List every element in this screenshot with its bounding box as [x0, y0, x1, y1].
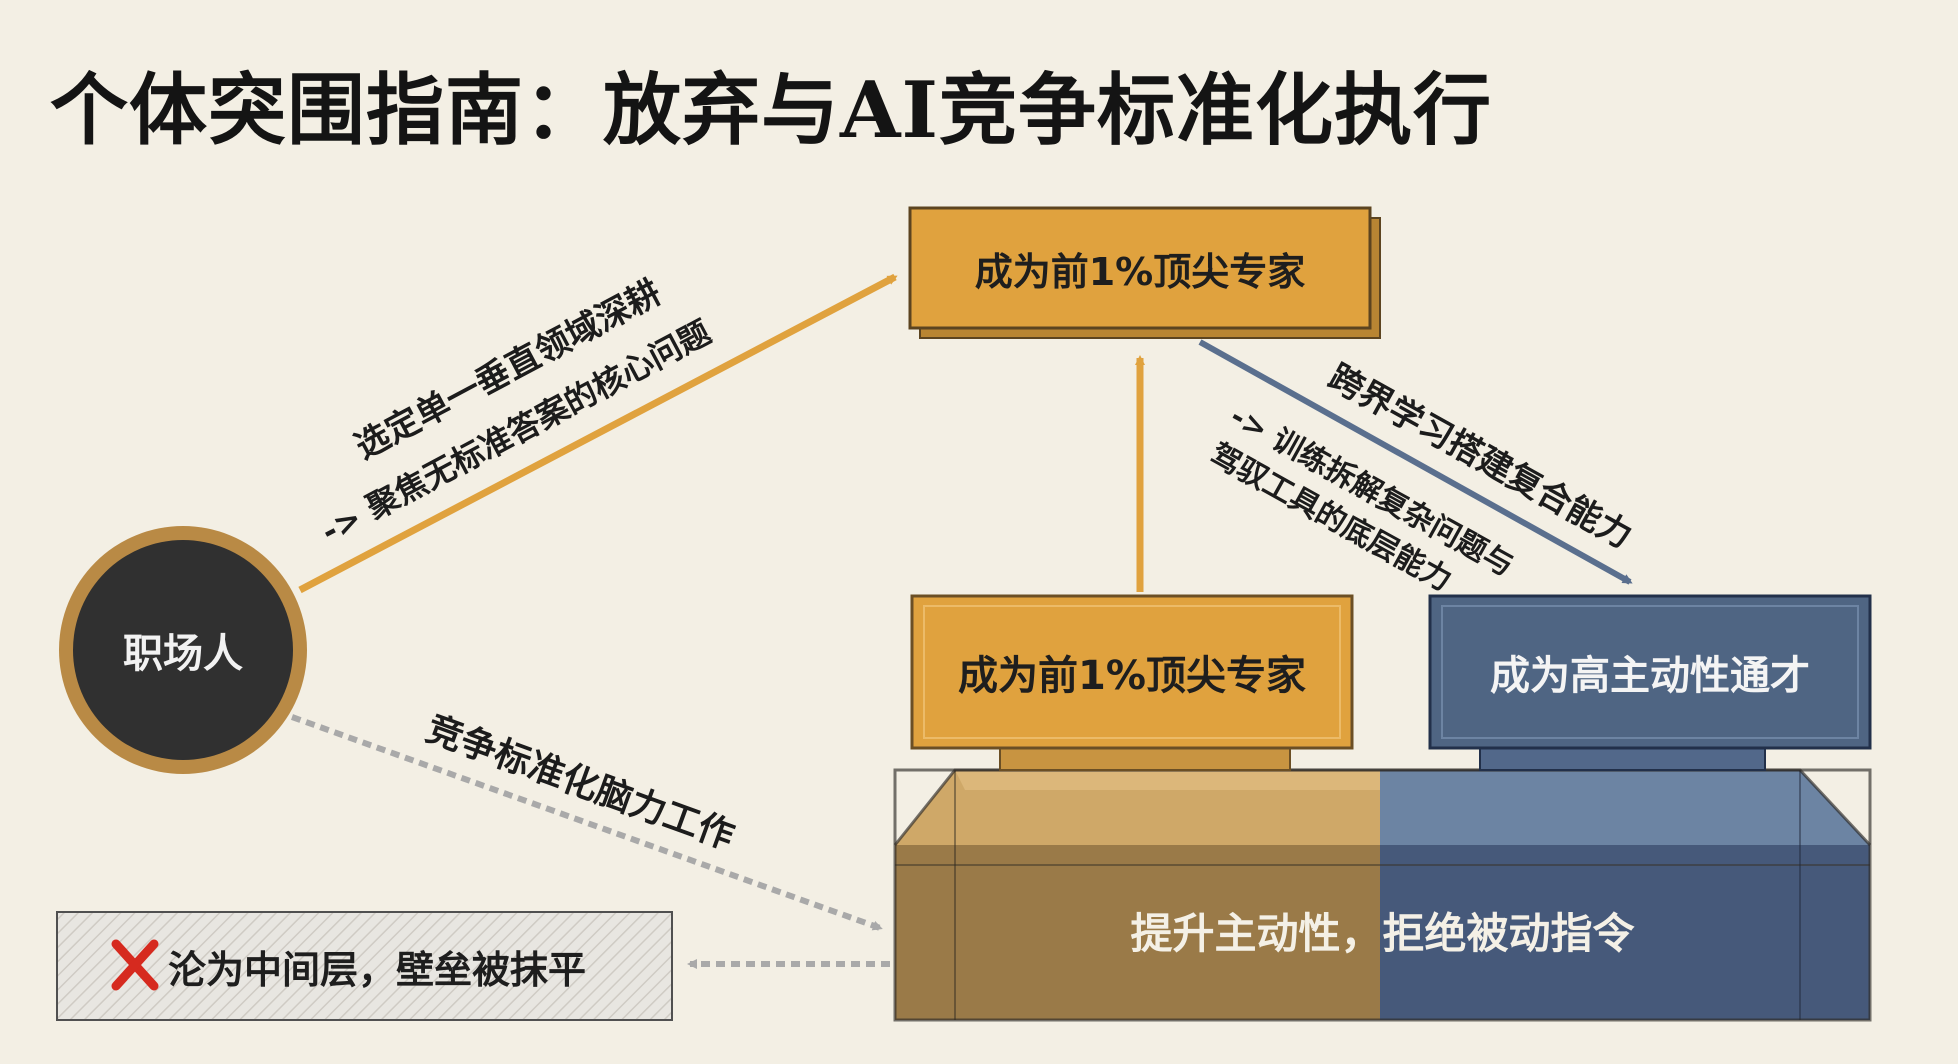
- arrow-top-to-generalist: [1198, 339, 1633, 585]
- expert-mid-label: 成为前1%顶尖专家: [958, 653, 1306, 699]
- arrow-person-to-foundation: [290, 714, 883, 931]
- generalist-label: 成为高主动性通才: [1490, 653, 1810, 699]
- expert-top-block: [908, 206, 1381, 339]
- fail-label: 沦为中间层，壁垒被抹平: [168, 947, 587, 992]
- x-icon: [111, 939, 159, 991]
- expert-top-label: 成为前1%顶尖专家: [974, 249, 1306, 294]
- generalist-block: [1428, 594, 1872, 771]
- arrow-person-to-expert: [298, 273, 898, 594]
- foundation-block: [893, 768, 1872, 1022]
- person-label: 职场人: [123, 631, 243, 677]
- person-node: [59, 526, 307, 774]
- fail-box: [56, 911, 673, 1021]
- expert-mid-block: [910, 594, 1354, 771]
- foundation-label: 提升主动性，拒绝被动指令: [1130, 908, 1635, 958]
- page-title: 个体突围指南：放弃与AI竞争标准化执行: [50, 65, 1493, 156]
